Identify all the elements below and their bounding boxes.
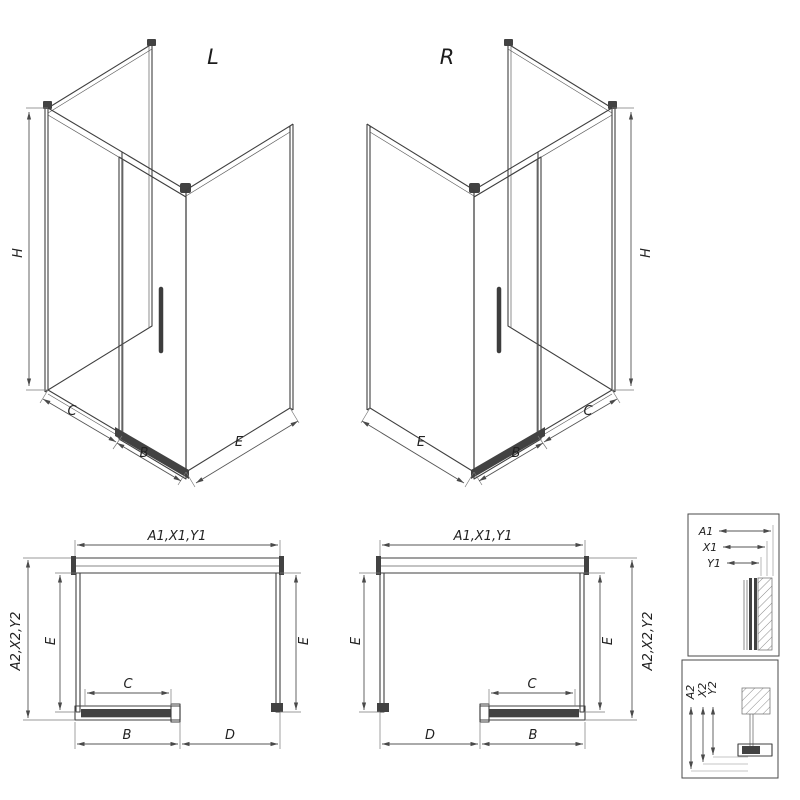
iso-left-dim-h: H [11,248,26,258]
dim-side-bottom [185,407,300,488]
detail-bottom-dim-y2: Y2 [706,681,719,695]
iso-right-dim-c: C [583,404,593,419]
plan-view-left-linework [23,540,301,749]
dim-plan-door-glass [84,689,172,706]
dim-height [26,107,48,391]
plan-right-dim-e-right: E [601,636,616,645]
detail-bottom-dim-a2: A2 [684,685,697,701]
plan-left-dim-b: B [123,728,132,743]
plan-right-side-glass [275,572,281,713]
plan-right-dim-a1: A1,X1,Y1 [453,529,513,544]
iso-left-dim-c: C [67,404,77,419]
dim-plan-e-right [280,572,301,713]
left-wall-panel [43,39,156,393]
plan-left-dim-e-left: E [44,636,59,645]
dim-plan-bottom [74,712,281,749]
plan-left-dim-e-right: E [297,636,312,645]
plan-right-dim-a2: A2,X2,Y2 [641,612,656,672]
plan-right-dim-b: B [529,728,538,743]
plan-left-dim-a2: A2,X2,Y2 [9,612,24,672]
iso-left-dim-e: E [235,435,244,450]
detail-panel-top [687,513,780,657]
view-label-right: R [440,45,455,69]
plan-left-side-glass [75,572,81,713]
plan-left-dim-a1: A1,X1,Y1 [147,529,207,544]
plan-top-wall [71,556,284,575]
detail-top-profile [743,577,773,651]
dim-front-bottom [39,389,187,486]
dim-plan-depth-overall [23,557,75,721]
iso-left-dim-b: B [140,446,149,461]
dim-plan-e-left [55,572,76,713]
plan-left-dim-c: C [123,677,133,692]
plan-right-dim-c: C [527,677,537,692]
iso-view-right-linework [361,39,634,487]
plan-right-dim-d: D [425,728,435,743]
plan-view-right-linework [359,540,637,749]
plan-door-assembly [74,703,181,723]
dim-plan-width [74,540,281,556]
iso-right-dim-b: B [512,446,521,461]
plan-corner-foot [271,703,283,712]
side-panel-e [185,123,294,473]
plan-right-dim-e-left: E [349,636,364,645]
iso-right-dim-h: H [639,248,654,258]
iso-view-left-linework [26,39,300,488]
detail-top-dim-a1: A1 [698,525,714,538]
detail-bottom-profile [737,687,773,757]
plan-left-dim-d: D [225,728,235,743]
detail-top-dim-x1: X1 [702,541,718,554]
view-label-left: L [207,45,219,69]
detail-bottom-dim-x2: X2 [696,683,709,699]
detail-top-dim-y1: Y1 [707,557,721,570]
iso-right-dim-e: E [417,435,426,450]
detail-panel-bottom [681,659,779,779]
